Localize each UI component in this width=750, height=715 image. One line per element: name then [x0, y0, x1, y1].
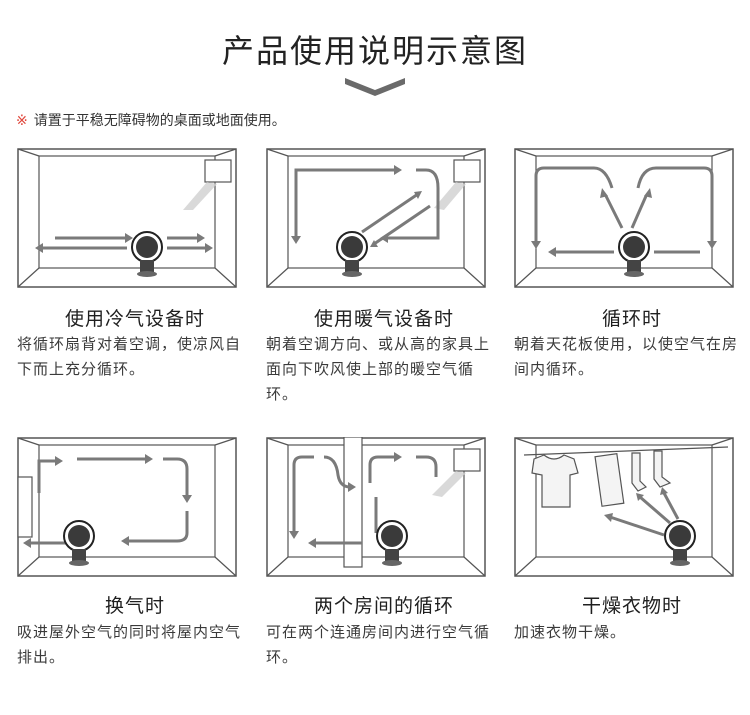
note-mark: ※: [16, 113, 28, 129]
card-title: 干燥衣物时: [581, 595, 682, 617]
card-description: 朝着空调方向、或从高的家具上面向下吹风使上部的暖空气循环。: [266, 335, 491, 403]
room-diagram-ventilation: [17, 437, 237, 577]
card-description: 朝着天花板使用，以使空气在房间内循环。: [514, 335, 739, 378]
card-title: 使用冷气设备时: [64, 308, 205, 330]
page-title: 产品使用说明示意图: [221, 32, 528, 70]
note-text: 请置于平稳无障碍物的桌面或地面使用。: [33, 113, 286, 129]
usage-note: ※ 请置于平稳无障碍物的桌面或地面使用。: [16, 110, 286, 130]
card-title: 换气时: [104, 595, 165, 617]
chevron-down-icon: [345, 78, 405, 96]
room-diagram-drying: [514, 437, 734, 577]
card-description: 加速衣物干燥。: [514, 623, 627, 641]
room-diagram-cooling: [17, 148, 237, 288]
card-description: 将循环扇背对着空调，使凉风自下而上充分循环。: [17, 335, 242, 378]
room-diagram-heating: [266, 148, 486, 288]
card-title: 循环时: [601, 308, 662, 330]
card-description: 吸进屋外空气的同时将屋内空气排出。: [17, 623, 242, 666]
card-title: 两个房间的循环: [313, 595, 454, 617]
room-diagram-circulation: [514, 148, 734, 288]
card-title: 使用暖气设备时: [313, 308, 454, 330]
room-diagram-two-rooms: [266, 437, 486, 577]
card-description: 可在两个连通房间内进行空气循环。: [266, 623, 491, 666]
